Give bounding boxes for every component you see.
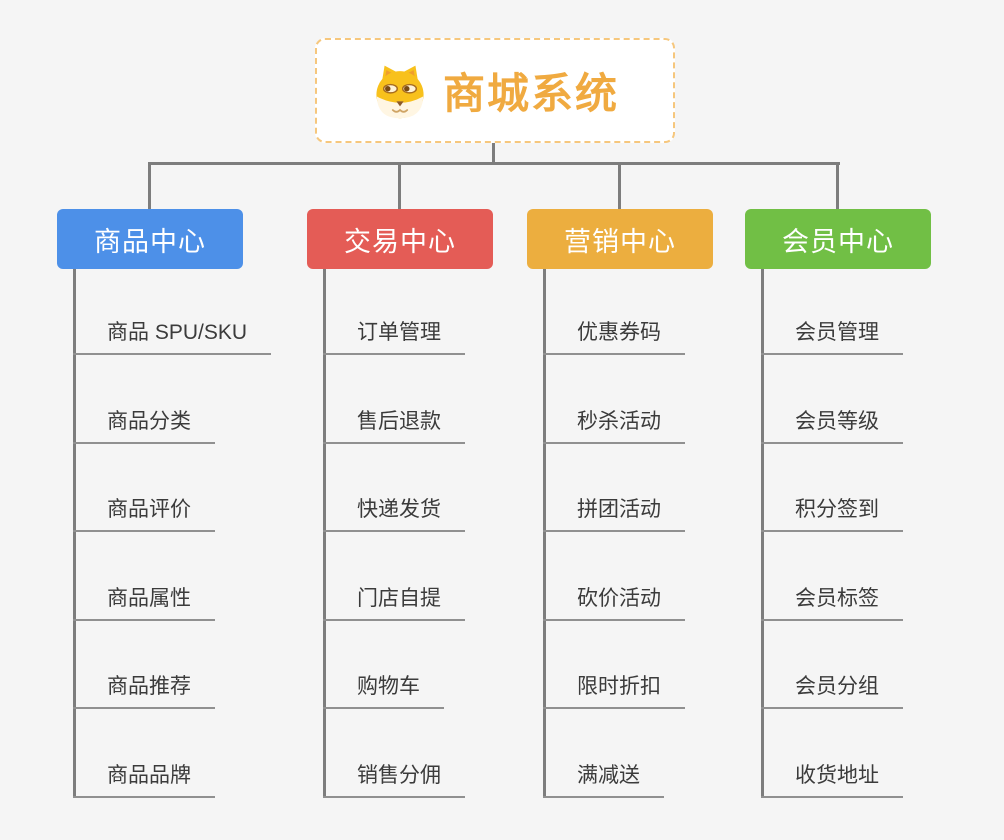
connector-drop-members (836, 164, 839, 209)
leaf-label: 商品属性 (107, 586, 191, 610)
leaf-node[interactable]: 商品 SPU/SKU (73, 269, 272, 355)
leaf-node[interactable]: 限时折扣 (543, 621, 685, 710)
leaf-label: 商品分类 (107, 409, 191, 433)
leaf-label: 购物车 (357, 675, 420, 699)
leaf-node[interactable]: 售后退款 (323, 355, 465, 444)
leaf-node[interactable]: 会员标签 (761, 532, 903, 621)
leaf-label: 门店自提 (357, 586, 441, 610)
branch-vline (323, 269, 326, 798)
branch-vline (761, 269, 764, 798)
leaf-node[interactable]: 满减送 (543, 709, 664, 798)
leaf-label: 商品推荐 (107, 675, 191, 699)
connector-horizontal-bar (148, 162, 840, 165)
leaf-label: 限时折扣 (577, 675, 661, 699)
connector-root-stem (492, 143, 495, 163)
leaf-label: 积分签到 (795, 498, 879, 522)
leaf-label: 会员管理 (795, 321, 879, 344)
leaf-label: 商品评价 (107, 498, 191, 522)
leaf-label: 商品品牌 (107, 763, 191, 787)
connector-drop-products (148, 164, 151, 209)
branch-node-trade[interactable]: 交易中心 (307, 209, 493, 269)
leaf-label: 售后退款 (357, 409, 441, 433)
leaf-node[interactable]: 订单管理 (323, 269, 465, 355)
leaf-label: 收货地址 (795, 763, 879, 787)
leaf-node[interactable]: 收货地址 (761, 709, 903, 798)
leaf-node[interactable]: 购物车 (323, 621, 444, 710)
leaf-label: 快递发货 (357, 498, 441, 522)
leaf-node[interactable]: 商品品牌 (73, 709, 215, 798)
leaf-node[interactable]: 优惠券码 (543, 269, 685, 355)
root-node[interactable]: 商城系统 (315, 38, 675, 143)
leaf-label: 秒杀活动 (577, 409, 661, 433)
leaf-node[interactable]: 销售分佣 (323, 709, 465, 798)
branch-column-products: 商品中心 商品 SPU/SKU 商品分类 商品评价 商品属性 商品推荐 商品品牌 (57, 209, 317, 798)
leaf-label: 订单管理 (357, 321, 441, 344)
branch-items: 订单管理 售后退款 快递发货 门店自提 购物车 销售分佣 (323, 269, 465, 798)
branch-items: 优惠券码 秒杀活动 拼团活动 砍价活动 限时折扣 满减送 (543, 269, 685, 798)
dog-face-icon (371, 62, 429, 120)
leaf-node[interactable]: 积分签到 (761, 444, 903, 533)
leaf-node[interactable]: 商品推荐 (73, 621, 215, 710)
branch-column-marketing: 营销中心 优惠券码 秒杀活动 拼团活动 砍价活动 限时折扣 满减送 (527, 209, 787, 798)
leaf-label: 拼团活动 (577, 498, 661, 522)
leaf-node[interactable]: 拼团活动 (543, 444, 685, 533)
branch-node-products[interactable]: 商品中心 (57, 209, 243, 269)
leaf-label: 销售分佣 (357, 763, 441, 787)
leaf-label: 商品 SPU/SKU (107, 321, 248, 344)
leaf-node[interactable]: 商品分类 (73, 355, 215, 444)
branch-column-trade: 交易中心 订单管理 售后退款 快递发货 门店自提 购物车 销售分佣 (307, 209, 567, 798)
leaf-label: 会员标签 (795, 586, 879, 610)
leaf-node[interactable]: 砍价活动 (543, 532, 685, 621)
root-title: 商城系统 (442, 70, 619, 117)
branch-node-members[interactable]: 会员中心 (745, 209, 931, 269)
leaf-node[interactable]: 会员管理 (761, 269, 903, 355)
leaf-label: 满减送 (577, 763, 640, 787)
branch-vline (543, 269, 546, 798)
leaf-label: 会员分组 (795, 675, 879, 699)
branch-items: 会员管理 会员等级 积分签到 会员标签 会员分组 收货地址 (761, 269, 903, 798)
branch-items: 商品 SPU/SKU 商品分类 商品评价 商品属性 商品推荐 商品品牌 (73, 269, 272, 798)
connector-drop-marketing (618, 164, 621, 209)
leaf-node[interactable]: 门店自提 (323, 532, 465, 621)
leaf-label: 优惠券码 (577, 321, 661, 344)
connector-drop-trade (398, 164, 401, 209)
leaf-node[interactable]: 会员分组 (761, 621, 903, 710)
branch-vline (73, 269, 76, 798)
leaf-node[interactable]: 会员等级 (761, 355, 903, 444)
leaf-node[interactable]: 快递发货 (323, 444, 465, 533)
leaf-node[interactable]: 商品属性 (73, 532, 215, 621)
leaf-label: 砍价活动 (577, 586, 661, 610)
branch-column-members: 会员中心 会员管理 会员等级 积分签到 会员标签 会员分组 收货地址 (745, 209, 1004, 798)
leaf-label: 会员等级 (795, 409, 879, 433)
leaf-node[interactable]: 商品评价 (73, 444, 215, 533)
leaf-node[interactable]: 秒杀活动 (543, 355, 685, 444)
branch-node-marketing[interactable]: 营销中心 (527, 209, 713, 269)
